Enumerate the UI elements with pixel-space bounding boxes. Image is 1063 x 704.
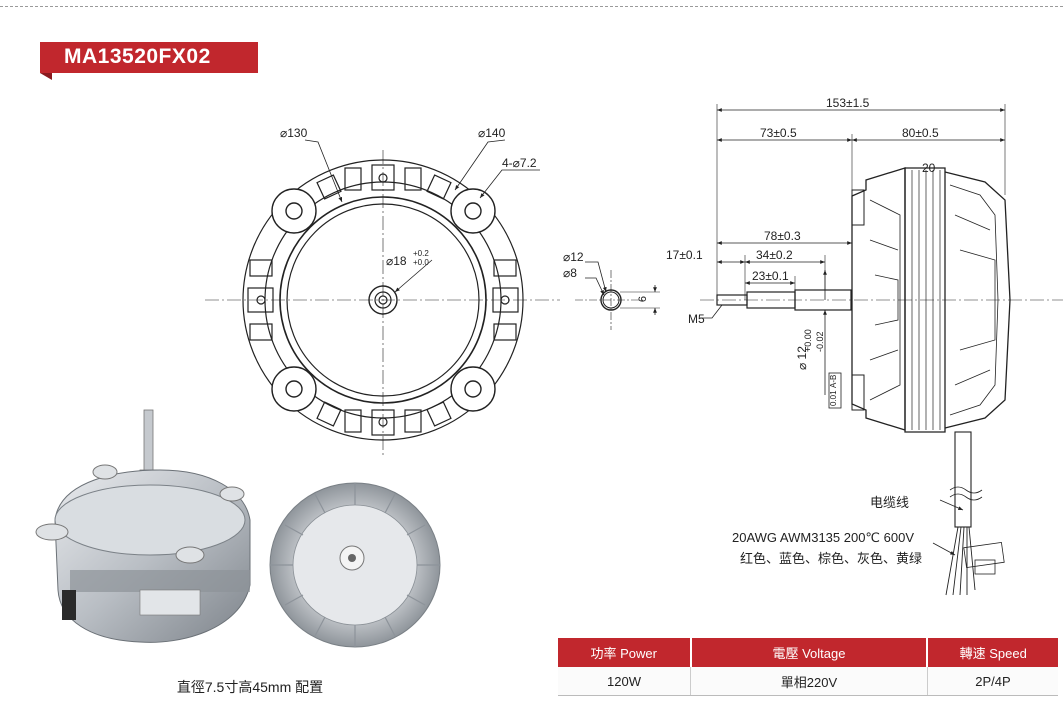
dim-center-bore-label: ⌀18	[386, 254, 407, 268]
specs-table: 功率 Power 電壓 Voltage 轉速 Speed 120W 單相220V…	[558, 638, 1058, 696]
specs-value-row: 120W 單相220V 2P/4P	[558, 667, 1058, 696]
dim-phi12-label: ⌀12	[563, 250, 584, 264]
mounting-lugs	[271, 188, 496, 412]
dim-phi140-label: ⌀140	[478, 126, 506, 140]
dim-center-tol-upper: +0.2	[413, 249, 429, 258]
dim-34-label: 34±0.2	[756, 248, 793, 262]
dim-phi8-label: ⌀8	[563, 266, 577, 280]
dim-17-label: 17±0.1	[666, 248, 703, 262]
runout-value: 0.01	[829, 390, 838, 406]
dim-23-label: 23±0.1	[752, 269, 789, 283]
thread-label: M5	[688, 312, 705, 326]
dim-flat-label: 6	[637, 295, 650, 303]
dim-total-length-label: 153±1.5	[826, 96, 870, 110]
cable-label: 电缆线	[870, 495, 910, 510]
vent-slots	[247, 164, 519, 436]
header-speed: 轉速 Speed	[927, 638, 1058, 667]
dim-78-label: 78±0.3	[764, 229, 801, 243]
motor-photo	[35, 409, 251, 643]
header-voltage: 電壓 Voltage	[690, 638, 929, 667]
value-speed: 2P/4P	[927, 667, 1058, 696]
blower-wheel-photo	[269, 482, 441, 648]
shaft-tol-lower: -0.02	[815, 331, 825, 352]
dim-mount-holes-label: 4-⌀7.2	[502, 156, 537, 170]
dim-20-label: 20	[922, 161, 936, 175]
model-title-banner: MA13520FX02	[40, 42, 258, 80]
value-voltage: 單相220V	[690, 667, 928, 696]
banner-notch	[40, 73, 52, 80]
dim-left-length-label: 73±0.5	[760, 126, 797, 140]
photo-caption: 直徑7.5寸高45mm 配置	[176, 679, 324, 695]
side-view-drawing	[700, 104, 1063, 596]
dim-center-tol-lower: +0.0	[413, 258, 429, 267]
dim-right-length-label: 80±0.5	[902, 126, 939, 140]
value-power: 120W	[558, 667, 691, 696]
top-dashed-divider	[0, 6, 1063, 7]
wire-spec-label: 20AWG AWM3135 200℃ 600V	[732, 530, 915, 545]
shaft-end-view	[575, 261, 660, 330]
header-power: 功率 Power	[558, 638, 692, 667]
front-view-drawing	[205, 139, 560, 455]
specs-header-row: 功率 Power 電壓 Voltage 轉速 Speed	[558, 638, 1058, 667]
shaft-tol-upper: +0.00	[803, 329, 813, 352]
model-title: MA13520FX02	[64, 45, 211, 68]
dim-phi130-label: ⌀130	[280, 126, 308, 140]
runout-datum: A-B	[829, 374, 838, 388]
wire-colors-label: 红色、蓝色、棕色、灰色、黄绿	[740, 551, 923, 566]
